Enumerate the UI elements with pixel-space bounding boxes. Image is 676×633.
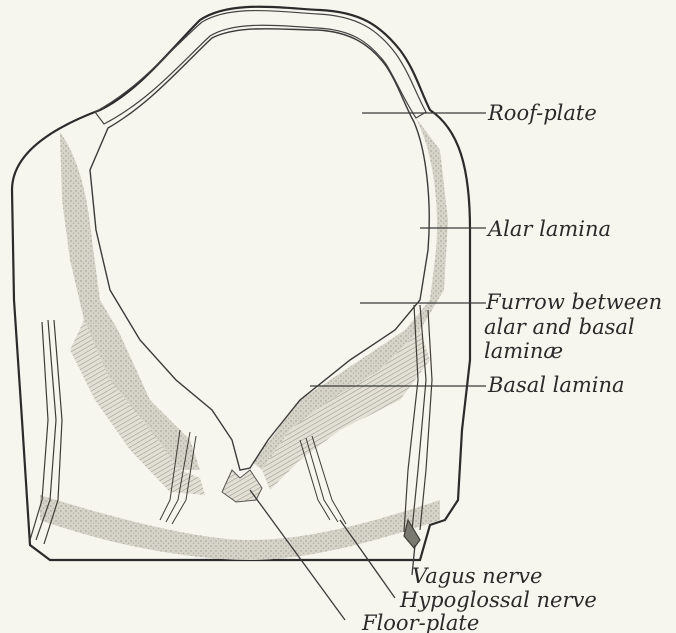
- label-hypoglossal-nerve: Hypoglossal nerve: [399, 588, 597, 612]
- label-furrow-line1: Furrow between: [485, 290, 662, 314]
- label-alar-lamina: Alar lamina: [486, 217, 611, 241]
- label-furrow-line3: laminæ: [484, 339, 563, 363]
- label-roof-plate: Roof-plate: [487, 101, 597, 125]
- label-furrow-line2: alar and basal: [484, 315, 635, 339]
- label-floor-plate: Floor-plate: [361, 611, 479, 633]
- ventral-band: [40, 495, 440, 560]
- label-basal-lamina: Basal lamina: [487, 373, 625, 397]
- label-vagus-nerve: Vagus nerve: [412, 564, 542, 588]
